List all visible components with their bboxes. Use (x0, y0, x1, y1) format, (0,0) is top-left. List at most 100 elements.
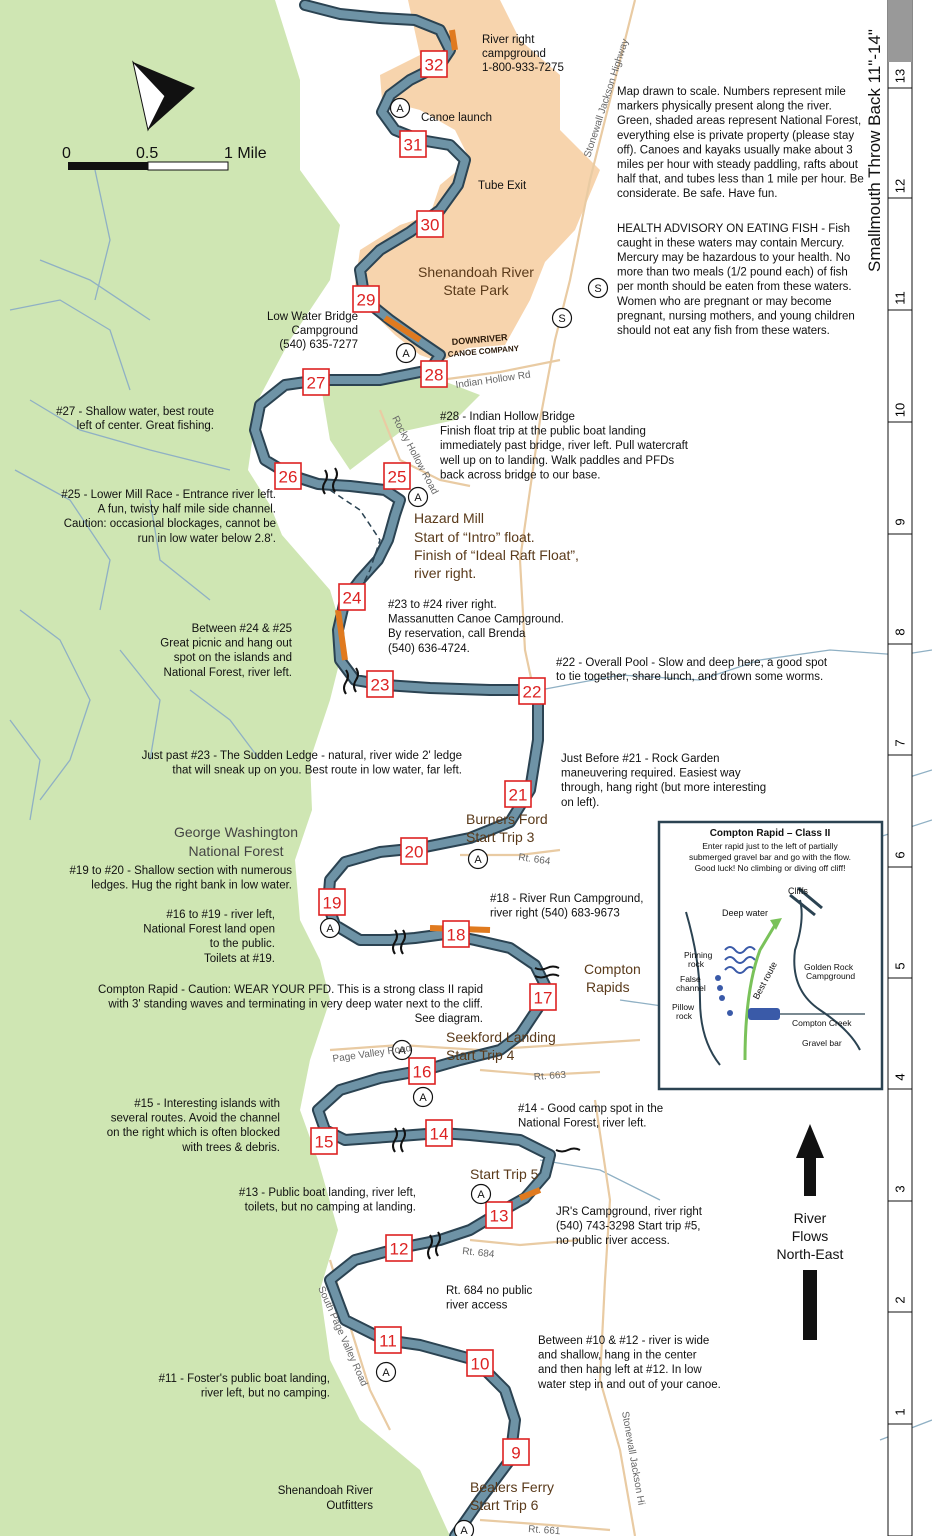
mile-number: 20 (405, 843, 424, 862)
svg-text:North-East: North-East (777, 1246, 844, 1262)
access-point: A (389, 97, 411, 119)
note-jrs: no public river access. (556, 1235, 670, 1247)
note-n13: toilets, but no camping at landing. (245, 1202, 416, 1214)
svg-text:Campground: Campground (806, 971, 855, 981)
note-n15: #15 - Interesting islands with (134, 1098, 280, 1110)
svg-text:Enter rapid just to the left o: Enter rapid just to the left of partiall… (702, 841, 838, 851)
ruler-bar (887, 0, 913, 1536)
access-point: A (395, 342, 417, 364)
note-compton: See diagram. (415, 1013, 483, 1025)
mile-number: 23 (371, 676, 390, 695)
store-point: S (551, 307, 573, 329)
mile-marker-17: 17 (529, 983, 557, 1011)
note-n21: Just Before #21 - Rock Garden (561, 753, 720, 765)
note-jrs: JR's Campground, river right (556, 1206, 703, 1218)
mile-marker-13: 13 (485, 1201, 513, 1229)
access-point: A (470, 1183, 492, 1205)
road-rt664: Rt. 664 (518, 852, 552, 867)
health-advisory: more than two meals (1/2 pound each) of … (617, 267, 848, 279)
note-n23-24: #23 to #24 river right. (388, 599, 497, 611)
note-rt684-note: river access (446, 1300, 508, 1312)
mile-marker-26: 26 (274, 462, 302, 490)
svg-text:channel: channel (676, 983, 706, 993)
mile-number: 28 (425, 366, 444, 385)
white-clearing (315, 772, 420, 850)
note-n18: #18 - River Run Campground, (490, 893, 643, 905)
ruler-tick-12: 12 (893, 179, 908, 193)
legend-paragraph: half that, and tubes less than 1 mile pe… (617, 174, 864, 186)
mile-marker-29: 29 (352, 285, 380, 313)
note-n24-25: Great picnic and hang out (160, 638, 293, 650)
national-forest-east-strip (320, 372, 480, 470)
burners-ford-label: Burners Ford (466, 811, 548, 827)
state-park-label: Shenandoah River (418, 264, 534, 280)
note-n25: A fun, twisty half mile side channel. (98, 504, 276, 516)
note-n15: with trees & debris. (181, 1142, 280, 1154)
mile-marker-9: 9 (502, 1438, 530, 1466)
mile-number: 19 (323, 894, 342, 913)
note-n18: river right (540) 683-9673 (490, 908, 620, 920)
svg-text:Good luck! No climbing or divi: Good luck! No climbing or diving off cli… (695, 863, 846, 873)
note-n28: #28 - Indian Hollow Bridge (440, 411, 575, 423)
ruler-tick-10: 10 (893, 403, 908, 417)
legend-paragraph: everything else is private property (ple… (617, 130, 854, 142)
note-n19-20: #19 to #20 - Shallow section with numero… (70, 865, 293, 877)
mile-marker-20: 20 (400, 837, 428, 865)
note-n28: Finish float trip at the public boat lan… (440, 426, 646, 438)
note-n11: river left, but no camping. (201, 1388, 330, 1400)
svg-text:Start Trip 4: Start Trip 4 (446, 1047, 515, 1063)
svg-text:Rapids: Rapids (586, 979, 630, 995)
mile-number: 17 (534, 989, 553, 1008)
note-n14: National Forest, river left. (518, 1118, 646, 1130)
north-arrow: N (132, 60, 195, 132)
ruler-tick-11: 11 (893, 291, 908, 305)
mile-marker-32: 32 (420, 50, 448, 78)
mile-marker-22: 22 (518, 677, 546, 705)
mile-number: 32 (425, 56, 444, 75)
svg-text:A: A (474, 854, 482, 866)
ruler-tick-5: 5 (893, 962, 908, 969)
note-n10-12: and then hang left at #12. In low (538, 1364, 702, 1376)
mile-marker-15: 15 (310, 1127, 338, 1155)
note-n10-12: and shallow, hang in the center (538, 1350, 697, 1362)
mile-marker-30: 30 (416, 210, 444, 238)
note-n16-19: #16 to #19 - river left, (166, 909, 275, 921)
svg-text:Start Trip 6: Start Trip 6 (470, 1497, 539, 1513)
mile-number: 24 (343, 589, 362, 608)
mile-number: 21 (509, 786, 528, 805)
mile-number: 31 (404, 136, 423, 155)
svg-text:Start of “Intro” float.: Start of “Intro” float. (414, 529, 535, 545)
mile-number: 12 (390, 1240, 409, 1259)
note-n28: well up on to landing. Walk paddles and … (439, 455, 674, 467)
note-n24-25: Between #24 & #25 (192, 623, 292, 635)
mile-marker-21: 21 (504, 780, 532, 808)
note-n15: several routes. Avoid the channel (111, 1113, 280, 1125)
svg-text:A: A (414, 492, 422, 504)
health-advisory: pregnant, nursing mothers, and young chi… (617, 310, 855, 322)
note-low-water: Campground (292, 325, 358, 337)
note-jrs: (540) 743-3298 Start trip #5, (556, 1221, 700, 1233)
ruler-tick-13: 13 (893, 69, 908, 83)
compton-rapids-label: Compton (584, 961, 641, 977)
note-n32: River right (482, 34, 535, 46)
note-n11: #11 - Foster's public boat landing, (159, 1373, 330, 1385)
mile-marker-11: 11 (374, 1326, 402, 1354)
note-n28: immediately past bridge, river left. Pul… (440, 440, 689, 452)
flow-indicator: River Flows North-East (777, 1124, 844, 1340)
road-rt663: Rt. 663 (533, 1070, 566, 1083)
note-n21: maneuvering required. Easiest way (561, 768, 741, 780)
mile-number: 16 (413, 1063, 432, 1082)
note-n25: #25 - Lower Mill Race - Entrance river l… (61, 489, 276, 501)
note-n23-24: (540) 636-4724. (388, 643, 470, 655)
note-n21: through, hang right (but more interestin… (561, 782, 766, 794)
legend-paragraph: considerate. Be safe. Have fun. (617, 188, 777, 200)
mile-marker-12: 12 (385, 1234, 413, 1262)
mile-marker-27: 27 (302, 368, 330, 396)
svg-text:River: River (794, 1210, 827, 1226)
note-n10-12: Between #10 & #12 - river is wide (538, 1335, 709, 1347)
ruler-tick-4: 4 (893, 1073, 908, 1080)
svg-text:Gravel bar: Gravel bar (802, 1038, 842, 1048)
svg-text:A: A (396, 103, 404, 115)
ruler-tick-6: 6 (893, 851, 908, 858)
